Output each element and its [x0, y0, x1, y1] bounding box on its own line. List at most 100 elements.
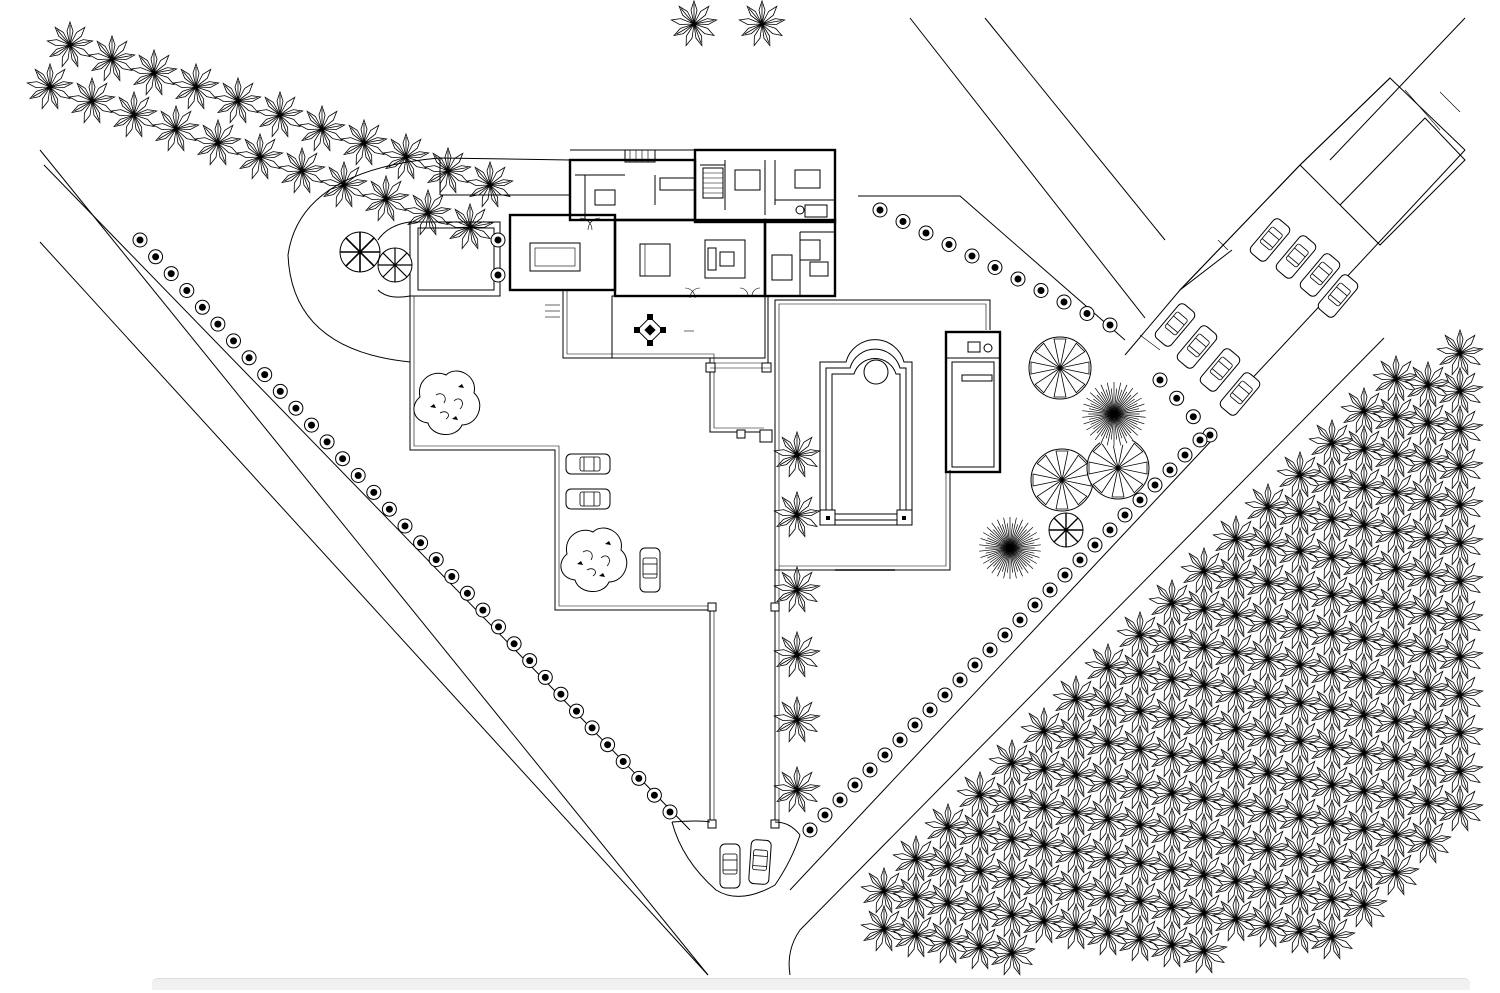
shrub-icon: [662, 804, 678, 820]
shrub-icon: [872, 202, 888, 218]
walkway: [562, 290, 773, 443]
palm-tree-icon: [26, 63, 74, 111]
shrub-icon: [537, 669, 553, 685]
shrub-icon: [553, 686, 569, 702]
shrub-icon: [987, 260, 1003, 275]
shrub-icon: [982, 642, 998, 658]
horizontal-scrollbar[interactable]: [152, 978, 1470, 990]
palm-tree-icon: [46, 21, 94, 69]
shrub-icon: [241, 350, 257, 366]
tree-icon: [413, 370, 481, 436]
palm-tree-icon: [773, 766, 821, 814]
palm-tree-icon: [773, 566, 821, 614]
shrub-icon: [210, 316, 226, 332]
shrub-icon: [319, 434, 335, 450]
shrub-icon: [1057, 567, 1073, 583]
shrub-icon: [1072, 552, 1088, 568]
shrub-icon: [1056, 294, 1072, 310]
palm-tree-icon: [236, 133, 284, 181]
palm-tree-icon: [1436, 785, 1484, 833]
shrub-icon: [967, 657, 983, 673]
shrub-icon: [1010, 271, 1026, 287]
radial-tree-icon: [1082, 382, 1146, 446]
palm-tree-icon: [130, 49, 178, 97]
shrub-icon: [964, 248, 980, 264]
shrub-icon: [490, 232, 506, 248]
palm-tree-icon: [1308, 913, 1356, 961]
courtyard-trees: [413, 370, 628, 593]
car-icon: [747, 838, 773, 886]
palm-tree-icon: [1404, 817, 1452, 865]
palm-tree-group-top: [670, 0, 786, 48]
shrub-icon: [1162, 462, 1178, 478]
shrub-icon: [522, 653, 538, 669]
palm-tree-icon: [670, 0, 718, 48]
shrub-icon: [1087, 537, 1103, 553]
palm-tree-icon: [278, 147, 326, 195]
palm-tree-icon: [466, 161, 514, 209]
shrub-icon: [1147, 477, 1163, 493]
palm-tree-icon: [340, 119, 388, 167]
shrub-icon: [922, 702, 938, 718]
shrub-icon: [862, 762, 878, 778]
palm-tree-icon: [214, 77, 262, 125]
palm-tree-icon: [773, 431, 821, 479]
shrub-icon: [413, 535, 429, 551]
palm-tree-icon: [172, 63, 220, 111]
palm-tree-icon: [88, 35, 136, 83]
palm-tree-row-driveway: [773, 431, 821, 814]
shrub-icon: [366, 484, 382, 500]
palm-tree-icon: [320, 161, 368, 209]
shrub-icon: [444, 569, 460, 584]
shrub-icon: [132, 232, 148, 248]
palm-tree-icon: [773, 696, 821, 744]
palm-tree-icon: [382, 133, 430, 181]
palm-tree-icon: [446, 203, 494, 251]
palm-tree-icon: [404, 189, 452, 237]
shrub-icon: [918, 225, 934, 241]
shrub-icon: [1132, 492, 1148, 508]
umbrella-tree-icon: [1030, 448, 1094, 512]
shrub-icon: [877, 747, 893, 763]
car-icon: [639, 547, 661, 593]
shrub-icon: [490, 267, 506, 283]
palm-tree-icon: [424, 147, 472, 195]
shrub-icon: [148, 249, 164, 265]
shrub-icon: [1102, 317, 1118, 333]
parking-area: [1124, 77, 1466, 418]
shrub-icon: [1192, 432, 1208, 448]
shrub-icon: [1152, 372, 1168, 388]
palm-tree-icon: [256, 91, 304, 139]
car-icon: [565, 488, 611, 510]
shrub-icon: [615, 754, 631, 769]
shrub-icon: [272, 383, 288, 399]
palm-tree-icon: [68, 77, 116, 125]
shrub-icon: [631, 770, 647, 786]
shrub-icon: [952, 672, 968, 688]
west-lawn: [287, 157, 571, 363]
tree-icon: [339, 231, 381, 273]
shrub-icon: [600, 737, 616, 753]
shrub-icon: [1027, 597, 1043, 613]
palm-tree-icon: [194, 119, 242, 167]
palm-tree-icon: [738, 0, 786, 48]
shrub-icon: [257, 367, 273, 383]
shrub-icon: [397, 518, 413, 534]
car-icon: [565, 453, 611, 475]
shrub-icon: [288, 400, 304, 416]
shrub-icon: [937, 687, 953, 703]
shrub-icon: [179, 283, 195, 298]
shrub-icon: [1169, 390, 1185, 406]
shrub-icon: [646, 787, 662, 803]
shrub-icon: [1185, 409, 1201, 425]
shrub-icon: [491, 619, 506, 635]
shrub-icon: [428, 552, 444, 568]
shrub-icon: [1012, 612, 1028, 628]
palm-tree-icon: [110, 91, 158, 139]
palm-tree-field-southeast: [860, 329, 1484, 977]
house-floor-plan: [508, 148, 837, 299]
umbrella-tree-icon: [1086, 436, 1150, 500]
shrub-icon: [226, 333, 241, 349]
shrub-icon: [895, 214, 911, 229]
outdoor-table-icon: [634, 314, 666, 346]
